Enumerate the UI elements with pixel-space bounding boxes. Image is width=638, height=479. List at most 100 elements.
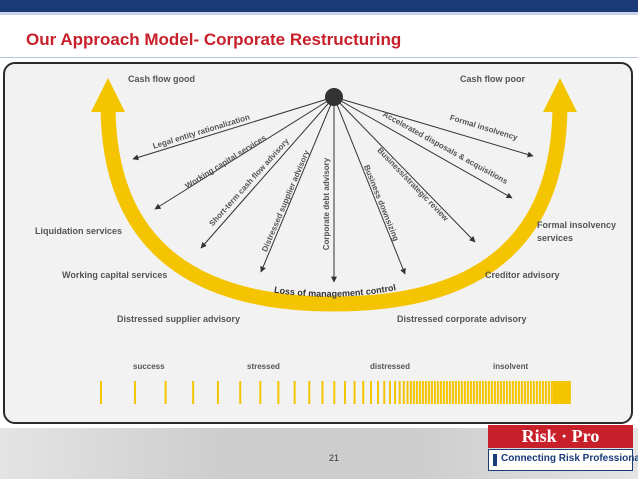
density-tick (308, 381, 311, 404)
density-tick (388, 381, 391, 404)
density-tick (457, 381, 460, 404)
density-tick (293, 381, 296, 404)
ray-label-5: Corporate debt advisory (322, 157, 331, 250)
density-tick (383, 381, 386, 404)
density-tick (134, 381, 136, 404)
density-tick (463, 381, 466, 404)
density-tick (439, 381, 442, 404)
density-tick (239, 381, 242, 404)
density-tick (451, 381, 454, 404)
density-tick (526, 381, 529, 404)
density-tick (511, 381, 514, 404)
density-tick (496, 381, 499, 404)
ray-arrow-8 (333, 96, 513, 199)
density-tick (466, 381, 469, 404)
side-label-liquidation: Liquidation services (35, 226, 122, 236)
density-tick (164, 381, 167, 404)
density-tick (412, 381, 415, 404)
slide-title: Our Approach Model- Corporate Restructur… (26, 30, 402, 49)
ray-arrow-3 (200, 96, 335, 249)
density-tick (544, 381, 547, 404)
density-solid-end (553, 381, 570, 404)
density-tick (333, 381, 336, 404)
density-tick (535, 381, 538, 404)
side-label-distressed-corporate: Distressed corporate advisory (397, 314, 527, 324)
density-tick (454, 381, 457, 404)
density-tick (424, 381, 427, 404)
density-tick (402, 381, 405, 404)
logo-separator: · (561, 426, 568, 446)
ray-arrow-9 (333, 96, 534, 158)
density-tick (478, 381, 481, 404)
density-tick (550, 381, 553, 404)
density-tick (514, 381, 517, 404)
density-tick (192, 381, 195, 404)
density-tick (547, 381, 550, 404)
logo-name: Risk · Pro (488, 425, 633, 448)
title-rule (0, 57, 638, 58)
density-tick (369, 381, 372, 404)
density-tick (427, 381, 430, 404)
density-tick (321, 381, 324, 404)
restructuring-diagram: Loss of management control Legal entity … (35, 74, 616, 404)
density-tick (460, 381, 463, 404)
page-number: 21 (329, 453, 340, 463)
ray-label-9: Formal insolvency (449, 113, 519, 142)
density-tick (436, 381, 439, 404)
density-tick (343, 381, 346, 404)
density-tick (532, 381, 535, 404)
density-tick (472, 381, 475, 404)
density-tick (445, 381, 448, 404)
side-label-formal-insolvency-line-1: Formal insolvency (537, 220, 616, 230)
density-tick (418, 381, 421, 404)
stage-distressed: distressed (370, 362, 410, 371)
density-tick (493, 381, 496, 404)
density-tick (481, 381, 484, 404)
density-tick (538, 381, 541, 404)
density-tick (216, 381, 219, 404)
density-tick (448, 381, 451, 404)
density-tick (433, 381, 436, 404)
stage-stressed: stressed (247, 362, 280, 371)
density-tick (398, 381, 401, 404)
logo-tagline-box: Connecting Risk Professionals (488, 449, 638, 471)
density-tick (499, 381, 502, 404)
stage-insolvent: insolvent (493, 362, 528, 371)
density-tick (529, 381, 532, 404)
density-tick (505, 381, 508, 404)
arc-right-arrowhead (543, 78, 577, 112)
top-bar-stripe (0, 12, 638, 15)
top-bar (0, 0, 638, 12)
density-tick (100, 381, 102, 404)
management-control-arc (100, 103, 568, 312)
side-label-creditor: Creditor advisory (485, 270, 560, 280)
diagram-panel: Loss of management control Legal entity … (3, 62, 633, 424)
density-tick (277, 381, 280, 404)
density-tick (421, 381, 424, 404)
logo-name-left: Risk (521, 426, 557, 446)
density-tick (520, 381, 523, 404)
density-tick (353, 381, 356, 404)
density-tick (430, 381, 433, 404)
density-tick (415, 381, 418, 404)
stage-density-bar (100, 381, 571, 404)
side-label-formal-insolvency-line-2: services (537, 233, 573, 243)
ray-label-1: Legal entity rationalization (152, 113, 251, 151)
ray-arrow-2 (154, 96, 335, 210)
ray-arrow-4 (260, 96, 335, 273)
density-tick (469, 381, 472, 404)
logo-marker (493, 454, 497, 466)
density-tick (484, 381, 487, 404)
logo-tagline: Connecting Risk Professionals (501, 453, 638, 464)
density-tick (259, 381, 262, 404)
density-tick (362, 381, 365, 404)
density-tick (490, 381, 493, 404)
ray-arrow-6 (333, 96, 406, 275)
arc-left-arrowhead (91, 78, 125, 112)
riskpro-logo: Risk · Pro Connecting Risk Professionals (488, 425, 638, 472)
density-tick (487, 381, 490, 404)
density-tick (409, 381, 412, 404)
label-cash-flow-good: Cash flow good (128, 74, 195, 84)
density-tick (376, 381, 379, 404)
label-cash-flow-poor: Cash flow poor (460, 74, 525, 84)
